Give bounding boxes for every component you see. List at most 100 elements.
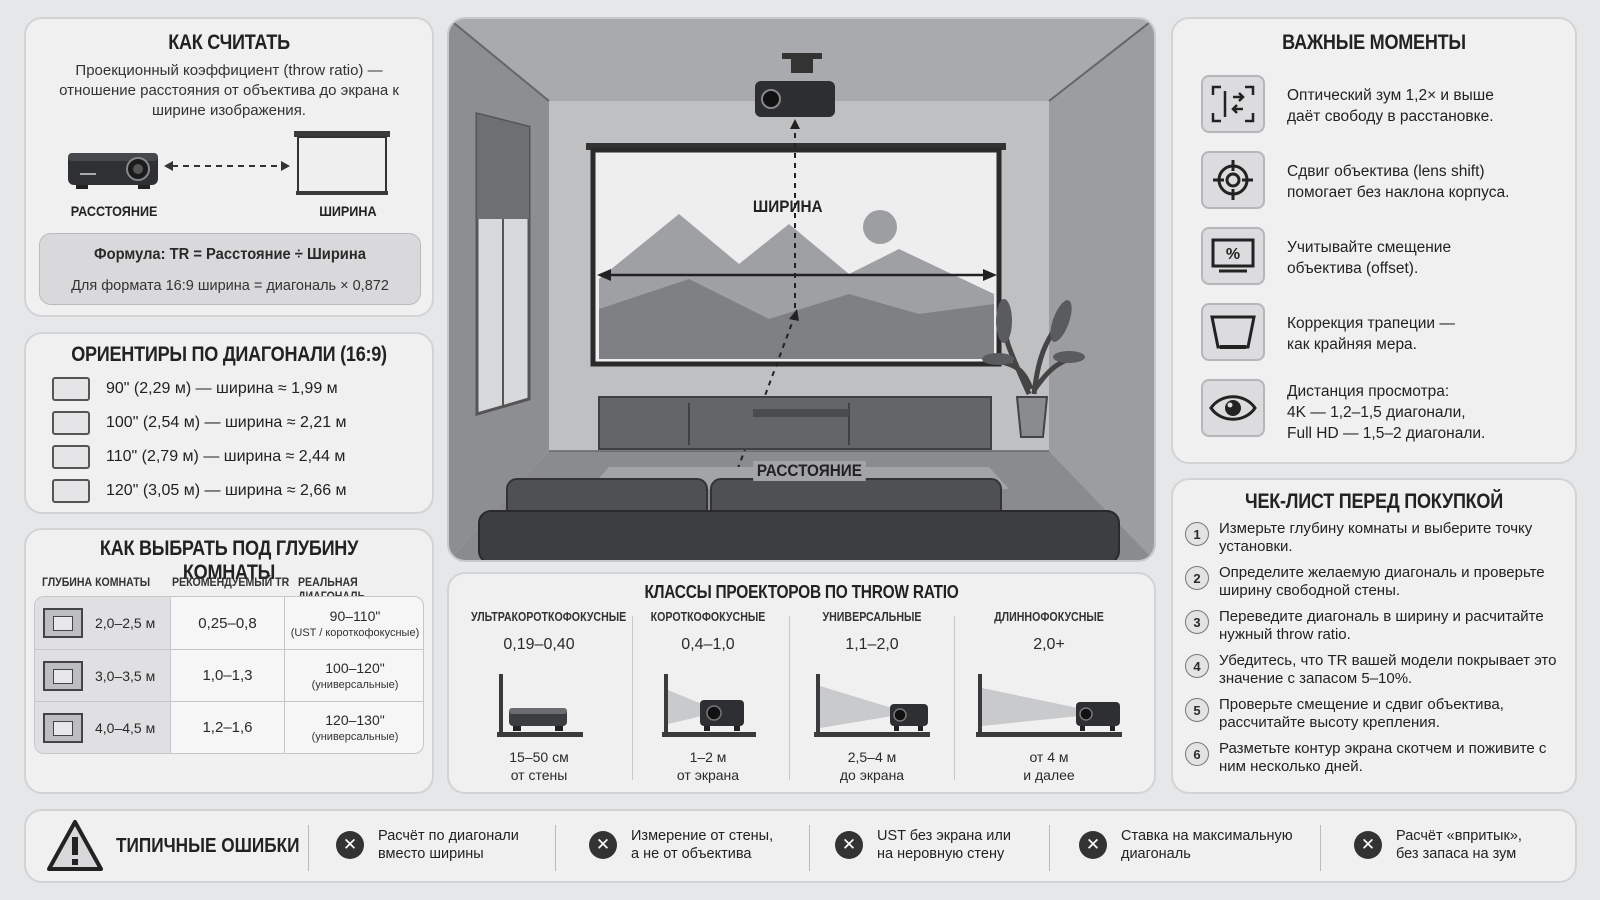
class-name: УНИВЕРСАЛЬНЫЕ (822, 610, 922, 624)
checklist-panel: ЧЕК-ЛИСТ ПЕРЕД ПОКУПКОЙ 1 Измерьте глуби… (1171, 478, 1577, 794)
class-short-throw: КОРОТКОФОКУСНЫЕ 0,4–1,0 1–2 м от экрана (628, 610, 788, 783)
diagonal-note: (UST / короткофокусные) (290, 626, 420, 639)
class-long-throw: ДЛИННОФОКУСНЫЕ 2,0+ от 4 м и далее (959, 610, 1139, 783)
table-header: РЕКОМЕНДУЕМЫЙ TR (172, 575, 290, 589)
step-number: 3 (1185, 610, 1209, 634)
checklist-item: Переведите диагональ в ширину и расчитай… (1219, 608, 1544, 643)
eye-icon (1201, 379, 1265, 437)
recommended-tr: 1,0–1,3 (171, 650, 285, 701)
step-number: 6 (1185, 742, 1209, 766)
divider (809, 825, 810, 871)
table-row: 3,0–3,5 м 1,0–1,3 100–120" (универсальные… (35, 649, 423, 701)
class-tr: 1,1–2,0 (845, 636, 899, 653)
checklist-item: Разметьте контур экрана скотчем и поживи… (1219, 740, 1547, 775)
diagonal-row: 90" (2,29 м) — ширина ≈ 1,99 м (52, 376, 338, 402)
checklist-title: ЧЕК-ЛИСТ ПЕРЕД ПОКУПКОЙ (1245, 490, 1503, 513)
percent-screen-icon: % (1201, 227, 1265, 285)
important-text: Оптический зум 1,2× и выше даёт свободу … (1287, 87, 1494, 125)
room-icon (43, 712, 83, 743)
class-distance: 15–50 см (509, 749, 569, 765)
close-circle-icon: ✕ (336, 831, 364, 859)
divider (1049, 825, 1050, 871)
diagonals-panel: ОРИЕНТИРЫ ПО ДИАГОНАЛИ (16:9) 90" (2,29 … (24, 332, 434, 514)
divider (954, 616, 955, 780)
important-text: Коррекция трапеции — как крайняя мера. (1287, 315, 1455, 353)
diagonals-title: ОРИЕНТИРЫ ПО ДИАГОНАЛИ (16:9) (71, 343, 387, 366)
calc-title: КАК СЧИТАТЬ (168, 31, 290, 54)
class-distance-note: и далее (1023, 767, 1075, 783)
checklist-item: Проверьте смещение и сдвиг объектива, ра… (1219, 696, 1504, 731)
diagonal-text: 90" (2,29 м) — ширина ≈ 1,99 м (106, 380, 338, 397)
room-depth: 2,0–2,5 м (95, 615, 156, 631)
class-name: ДЛИННОФОКУСНЫЕ (994, 610, 1104, 624)
class-ultra-short: УЛЬТРАКОРОТКОФОКУСНЫЕ 0,19–0,40 15–50 см… (459, 610, 626, 783)
room-scene (449, 19, 1154, 560)
diagonal-text: 110" (2,79 м) — ширина ≈ 2,44 м (106, 448, 346, 465)
step-number: 4 (1185, 654, 1209, 678)
important-title: ВАЖНЫЕ МОМЕНТЫ (1282, 31, 1466, 54)
diagonal-note: (универсальные) (311, 679, 399, 691)
universal-projector-icon (812, 670, 932, 740)
room-icon (43, 660, 83, 691)
class-distance: от 4 м (1029, 749, 1069, 765)
diagonal-row: 100" (2,54 м) — ширина ≈ 2,21 м (52, 410, 347, 436)
screen-size-icon (52, 377, 90, 401)
class-distance: 1–2 м (689, 749, 727, 765)
important-panel: ВАЖНЫЕ МОМЕНТЫ Оптический зум 1,2× и выш… (1171, 17, 1577, 464)
errors-title: ТИПИЧНЫЕ ОШИБКИ (116, 835, 300, 857)
diagonal-note: (универсальные) (311, 731, 399, 743)
divider (308, 825, 309, 871)
divider (632, 616, 633, 780)
diagonal-text: 120" (3,05 м) — ширина ≈ 2,66 м (106, 482, 347, 499)
svg-text:%: % (1226, 246, 1240, 263)
class-tr: 0,19–0,40 (503, 636, 575, 653)
recommended-tr: 0,25–0,8 (171, 597, 285, 649)
class-distance-note: до экрана (839, 767, 905, 783)
keystone-icon (1201, 303, 1265, 361)
crosshair-icon (1201, 151, 1265, 209)
error-item: ✕ Измерение от стены,а не от объектива (589, 827, 773, 863)
diagonal-row: 120" (3,05 м) — ширина ≈ 2,66 м (52, 478, 347, 504)
classes-panel: КЛАССЫ ПРОЕКТОРОВ ПО THROW RATIO УЛЬТРАК… (447, 572, 1156, 794)
class-name: КОРОТКОФОКУСНЫЕ (650, 610, 766, 624)
real-diagonal: 100–120" (325, 660, 385, 676)
projector-icon (66, 147, 160, 191)
depth-panel: КАК ВЫБРАТЬ ПОД ГЛУБИНУ КОМНАТЫ ГЛУБИНА … (24, 528, 434, 794)
step-number: 1 (1185, 522, 1209, 546)
close-circle-icon: ✕ (1079, 831, 1107, 859)
room-illustration: ШИРИНА РАССТОЯНИЕ (447, 17, 1156, 562)
step-number: 2 (1185, 566, 1209, 590)
table-row: 4,0–4,5 м 1,2–1,6 120–130"(универсальные… (35, 701, 423, 753)
calc-description: Проекционный коэффициент (throw ratio) —… (59, 62, 399, 119)
calc-distance-arrow (164, 159, 290, 173)
room-depth: 4,0–4,5 м (95, 719, 156, 736)
important-text: Сдвиг объектива (lens shift) помогает бе… (1287, 163, 1510, 201)
diagonal-row: 110" (2,79 м) — ширина ≈ 2,44 м (52, 444, 345, 470)
class-distance: 2,5–4 м (847, 749, 897, 765)
long-throw-projector-icon (974, 670, 1124, 740)
diagonal-text: 100" (2,54 м) — ширина ≈ 2,21 м (106, 414, 347, 431)
divider (1320, 825, 1321, 871)
short-throw-projector-icon (658, 670, 758, 740)
room-distance-label: РАССТОЯНИЕ (753, 461, 866, 481)
divider (555, 825, 556, 871)
divider (789, 616, 790, 780)
table-row: 2,0–2,5 м 0,25–0,8 90–110"(UST / коротко… (35, 597, 423, 649)
class-universal: УНИВЕРСАЛЬНЫЕ 1,1–2,0 2,5–4 м до экрана (792, 610, 952, 783)
screen-icon (292, 129, 392, 197)
warning-icon (46, 819, 104, 873)
calc-distance-label: РАССТОЯНИЕ (70, 203, 158, 219)
ust-projector-icon (493, 670, 585, 740)
close-circle-icon: ✕ (1354, 831, 1382, 859)
checklist-item: Убедитесь, что TR вашей модели покрывает… (1219, 652, 1557, 687)
checklist-item: Определите желаемую диагональ и проверьт… (1219, 564, 1545, 599)
class-distance-note: от экрана (676, 767, 740, 783)
room-depth: 3,0–3,5 м (95, 667, 156, 684)
zoom-icon (1201, 75, 1265, 133)
room-icon (43, 608, 83, 638)
close-circle-icon: ✕ (589, 831, 617, 859)
formula-text: Формула: TR = Расстояние ÷ Ширина (94, 246, 366, 263)
step-number: 5 (1185, 698, 1209, 722)
